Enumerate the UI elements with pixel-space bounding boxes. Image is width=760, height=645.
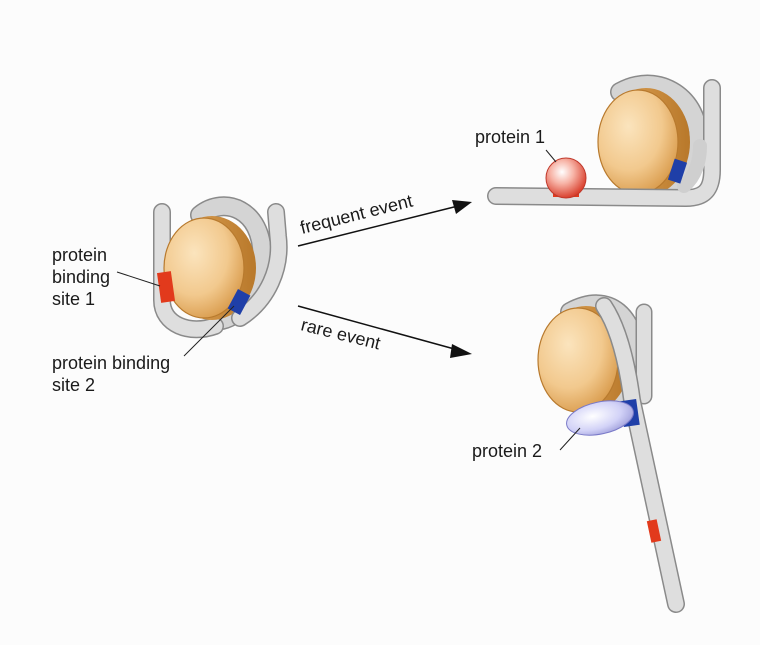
binding-site-2-label: protein binding site 2 <box>52 353 175 395</box>
protein-1 <box>546 158 586 198</box>
protein-1-leader <box>546 150 556 162</box>
rare-event-label: rare event <box>299 314 382 353</box>
bottom-right-nucleosome <box>538 304 676 604</box>
protein-2-label: protein 2 <box>472 441 542 461</box>
left-nucleosome <box>157 206 279 329</box>
histone-octamer-top <box>598 90 678 194</box>
protein-1-label: protein 1 <box>475 127 545 147</box>
binding-site-1-label: protein binding site 1 <box>52 245 115 309</box>
protein-2-leader <box>560 428 580 450</box>
